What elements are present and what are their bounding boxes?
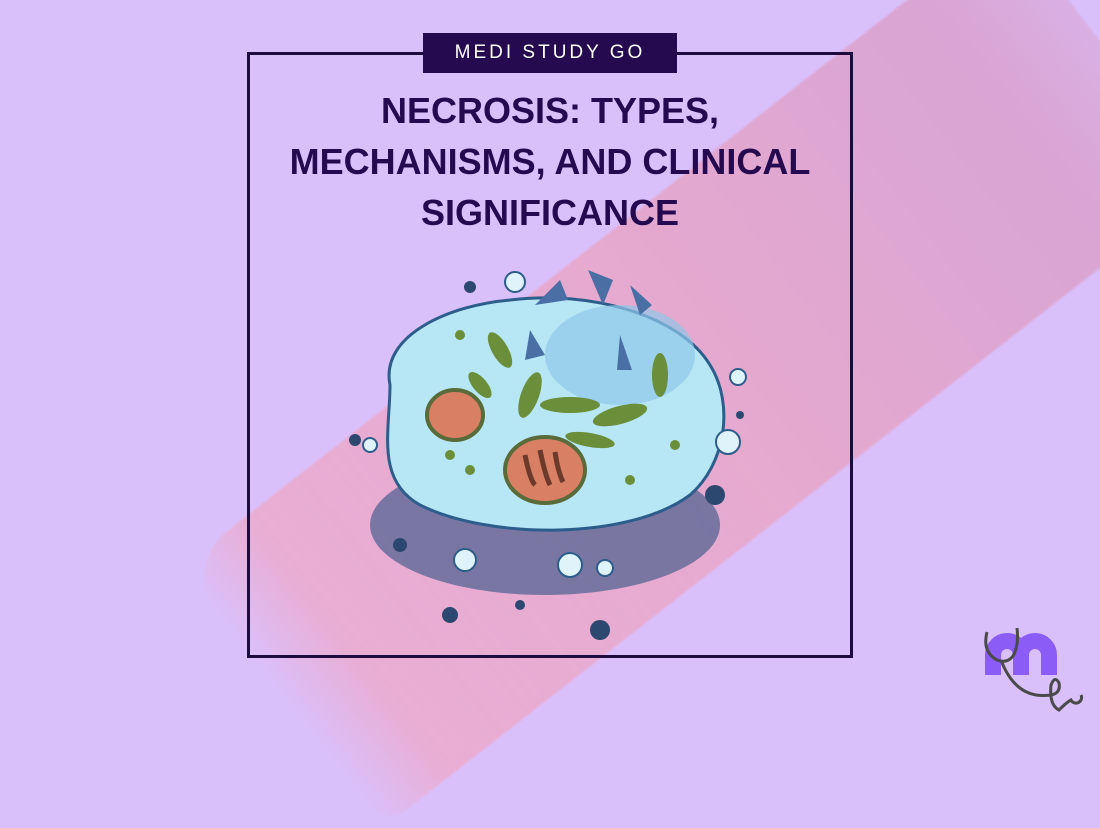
title-line-3: SIGNIFICANCE [420, 192, 679, 233]
medi-study-go-logo [984, 627, 1084, 712]
debris-particles [349, 281, 744, 640]
page-title: NECROSIS: TYPES, MECHANISMS, AND CLINICA… [250, 85, 850, 238]
logo-letter-m [985, 633, 1057, 675]
title-line-1: NECROSIS: TYPES, [380, 90, 720, 131]
brand-badge: MEDI STUDY GO [423, 33, 677, 73]
stethoscope-icon [984, 627, 1084, 712]
endoplasmic-reticulum [445, 330, 680, 485]
nuclear-fragments [525, 270, 652, 370]
vesicles [362, 271, 747, 578]
mitochondria [425, 388, 587, 505]
title-line-2: MECHANISMS, AND CLINICAL [289, 141, 811, 182]
necrotic-cell-illustration [349, 270, 747, 640]
